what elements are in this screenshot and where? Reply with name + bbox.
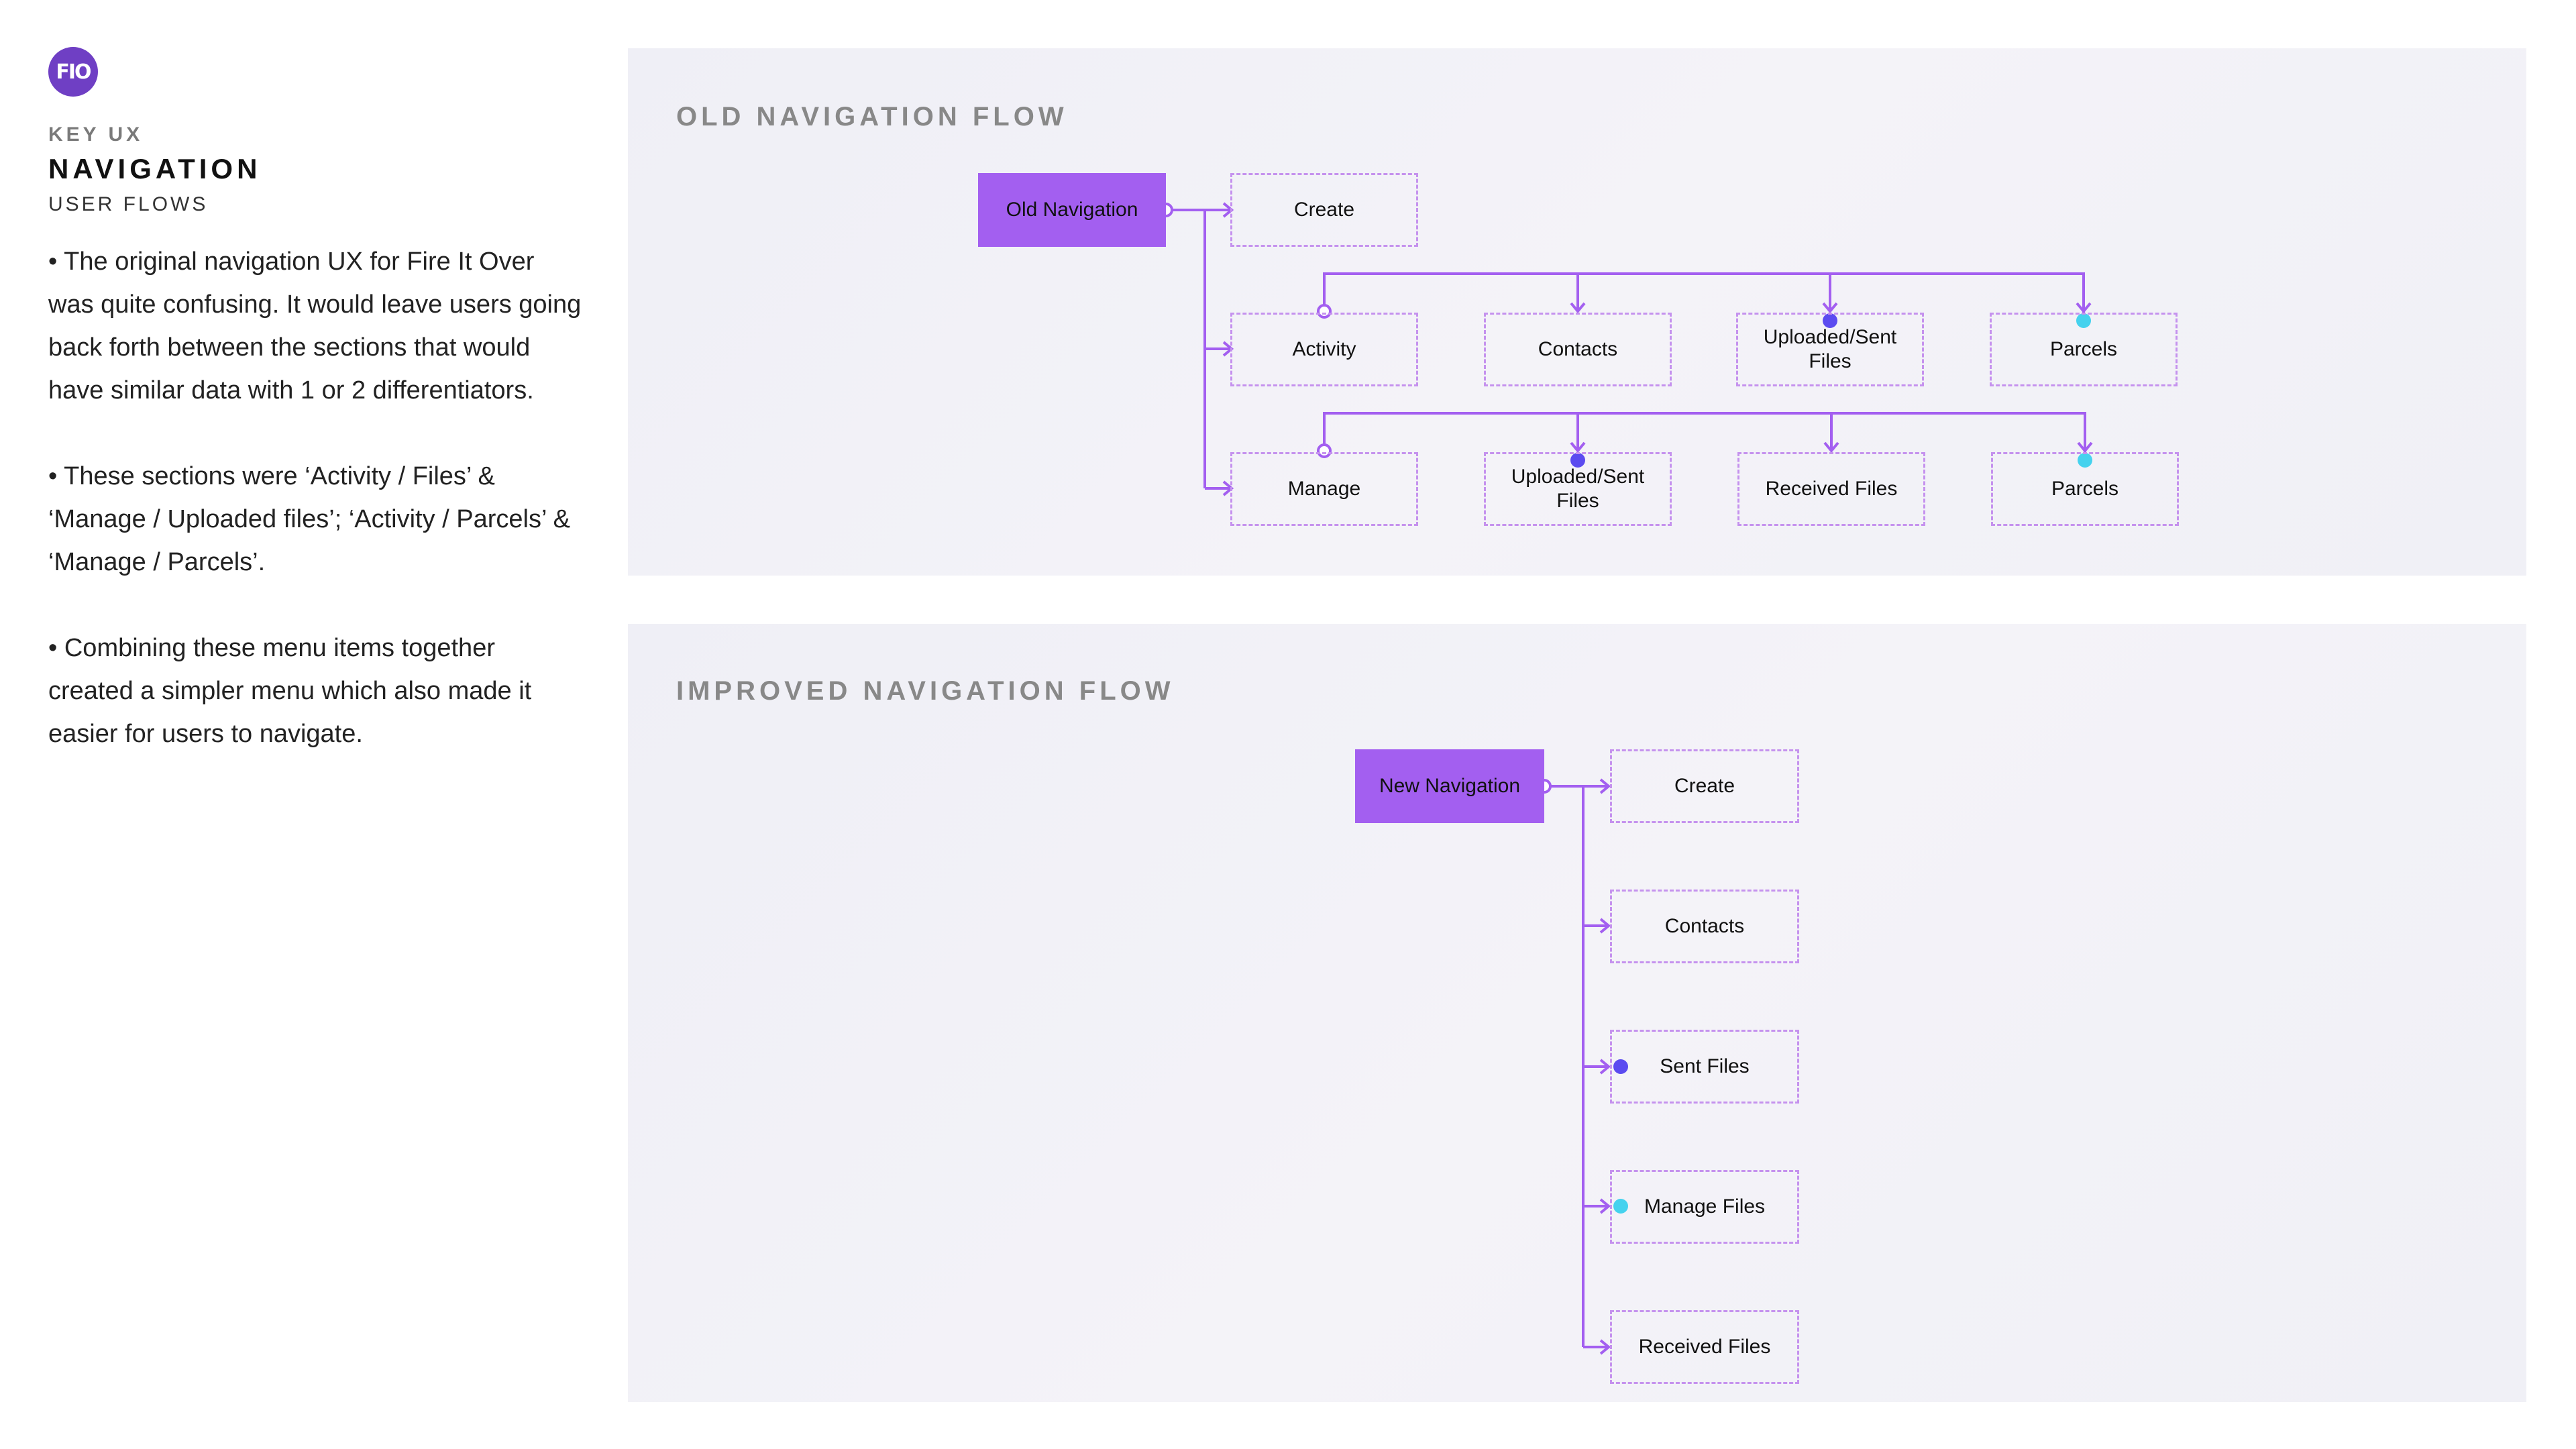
page-subtitle: USER FLOWS [48, 193, 209, 215]
bullet-1: • The original navigation UX for Fire It… [48, 248, 582, 405]
new-navigation-node: New Navigation [1355, 749, 1544, 823]
new-flow-panel: IMPROVED NAVIGATION FLOW New Navigation … [628, 624, 2526, 1402]
old-activity-uploaded-files-node: Uploaded/Sent Files [1736, 313, 1924, 386]
old-navigation-node: Old Navigation [978, 173, 1166, 247]
old-manage-received-files-node: Received Files [1737, 452, 1925, 526]
old-manage-node: Manage [1230, 452, 1418, 526]
bullet-2: • These sections were ‘Activity / Files’… [48, 462, 570, 576]
old-manage-uploaded-files-node: Uploaded/Sent Files [1484, 452, 1672, 526]
new-create-node: Create [1610, 749, 1799, 823]
cyan-marker-dot [1613, 1199, 1628, 1214]
blue-marker-dot [1613, 1059, 1628, 1074]
old-flow-panel: OLD NAVIGATION FLOW Old Nav [628, 48, 2526, 576]
new-received-files-node: Received Files [1610, 1310, 1799, 1384]
section-kicker: KEY UX [48, 123, 144, 146]
blue-marker-dot [1823, 313, 1837, 328]
old-activity-contacts-node: Contacts [1484, 313, 1672, 386]
new-sent-files-node: Sent Files [1610, 1030, 1799, 1104]
new-flow-title: IMPROVED NAVIGATION FLOW [676, 676, 1175, 706]
new-manage-files-node: Manage Files [1610, 1170, 1799, 1244]
old-flow-connectors [1159, 202, 2093, 496]
old-create-node: Create [1230, 173, 1418, 247]
description: • The original navigation UX for Fire It… [48, 240, 585, 798]
cyan-marker-dot [2078, 453, 2092, 468]
new-flow-connectors [1537, 778, 1628, 1355]
old-activity-node: Activity [1230, 313, 1418, 386]
page-title: NAVIGATION [48, 153, 262, 184]
cyan-marker-dot [2076, 313, 2091, 328]
old-activity-parcels-node: Parcels [1990, 313, 2178, 386]
old-manage-parcels-node: Parcels [1991, 452, 2179, 526]
new-contacts-node: Contacts [1610, 890, 1799, 963]
bullet-3: • Combining these menu items together cr… [48, 634, 532, 748]
fio-logo: FIO [48, 47, 98, 97]
blue-marker-dot [1570, 453, 1585, 468]
old-flow-title: OLD NAVIGATION FLOW [676, 102, 1068, 131]
